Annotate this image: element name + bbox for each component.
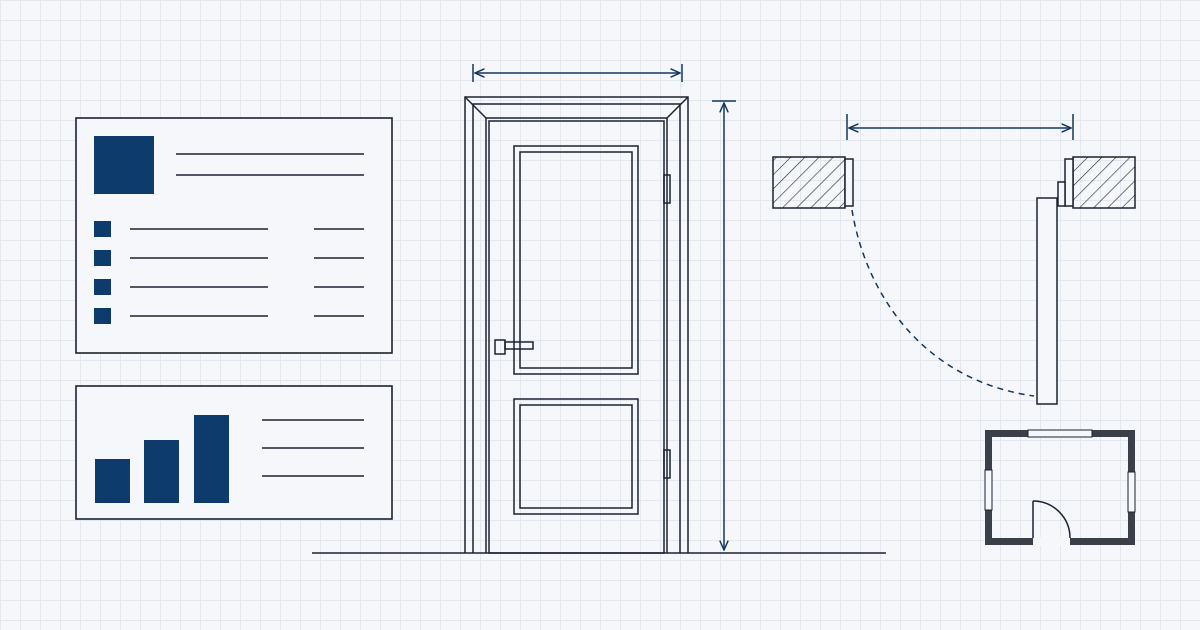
spec-list-item [94, 221, 364, 237]
spec-card [75, 117, 393, 354]
door-plan-view [772, 114, 1136, 405]
room-floor-plan [984, 429, 1136, 546]
frame-jamb-left [844, 158, 854, 207]
door-opening [1033, 537, 1070, 546]
window-right [1127, 471, 1136, 513]
height-dimension [712, 100, 736, 550]
plan-door-swing [1032, 500, 1071, 539]
width-dimension [472, 64, 683, 82]
door-frame [464, 96, 689, 553]
door-elevation [312, 96, 886, 554]
window-left [984, 469, 993, 511]
wall-section-right [1072, 156, 1136, 209]
bullet-square-icon [94, 221, 111, 237]
bullet-square-icon [94, 279, 111, 295]
wall-section-left [772, 156, 846, 209]
door-handle-icon [494, 339, 534, 355]
frame-jamb-right [1064, 158, 1074, 207]
bullet-square-icon [94, 250, 111, 266]
bar-short [95, 459, 130, 503]
upper-panel [513, 145, 639, 375]
bullet-square-icon [94, 308, 111, 324]
hinge-icon [663, 174, 671, 479]
bar-tall [194, 415, 229, 503]
spec-list-item [94, 308, 364, 324]
door-swing-arc [851, 209, 1035, 397]
bar-medium [144, 440, 179, 503]
bar-chart-icon [95, 415, 229, 503]
room-walls [985, 430, 1135, 545]
spec-list-item [94, 250, 364, 266]
swing-door-leaf [1036, 197, 1058, 405]
chart-card [75, 385, 393, 520]
window-top [1027, 429, 1093, 438]
door-leaf [488, 120, 665, 554]
lower-panel [513, 398, 639, 515]
opening-dimension [846, 114, 1074, 140]
spec-list-item [94, 279, 364, 295]
spec-card-header-block [94, 136, 154, 194]
